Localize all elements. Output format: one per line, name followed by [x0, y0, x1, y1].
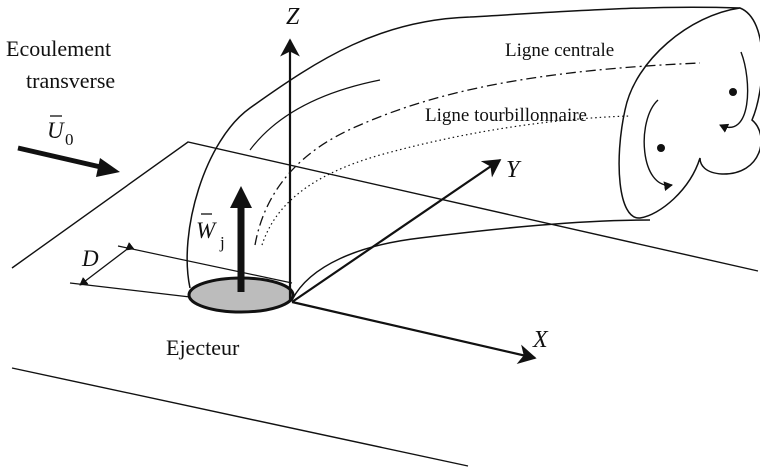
wj-subscript: j	[219, 233, 225, 252]
wj-arrow-head	[230, 186, 252, 208]
u0-arrow	[17, 145, 106, 171]
plume-inner-outline	[249, 79, 381, 151]
u0-symbol: U	[47, 118, 65, 143]
plume-top-outline	[186, 6, 741, 289]
vortex-left-core	[657, 144, 665, 152]
vortex-line-path	[261, 115, 631, 246]
wj-symbol: W	[196, 218, 217, 243]
x-axis	[291, 300, 537, 364]
centerline-label: Ligne centrale	[505, 40, 614, 61]
diameter-label: D	[81, 246, 99, 271]
plate-front-edge	[11, 367, 469, 467]
vortex-left-swirl	[643, 99, 673, 192]
diameter-ext-back	[117, 245, 293, 284]
y-axis	[291, 159, 502, 303]
u0-subscript: 0	[65, 130, 74, 149]
u0-arrow-head	[96, 158, 120, 177]
ejector-label: Ejecteur	[166, 335, 240, 360]
crossflow-label-line2: transverse	[26, 68, 115, 93]
x-axis-label: X	[532, 327, 549, 353]
diameter-dimension-line	[79, 241, 135, 286]
plume-bottom-outline	[291, 219, 651, 301]
plate-back-edge	[11, 141, 759, 272]
vortex-line-label: Ligne tourbillonnaire	[425, 105, 587, 126]
vortex-right-swirl	[719, 51, 749, 133]
centerline-path	[254, 62, 701, 246]
z-axis-label: Z	[286, 4, 300, 30]
diameter-ext-front	[69, 282, 191, 298]
y-axis-label: Y	[506, 157, 522, 183]
crossflow-label-line1: Ecoulement	[6, 36, 111, 61]
vortex-right-core	[729, 88, 737, 96]
plume-end-section	[618, 7, 760, 219]
